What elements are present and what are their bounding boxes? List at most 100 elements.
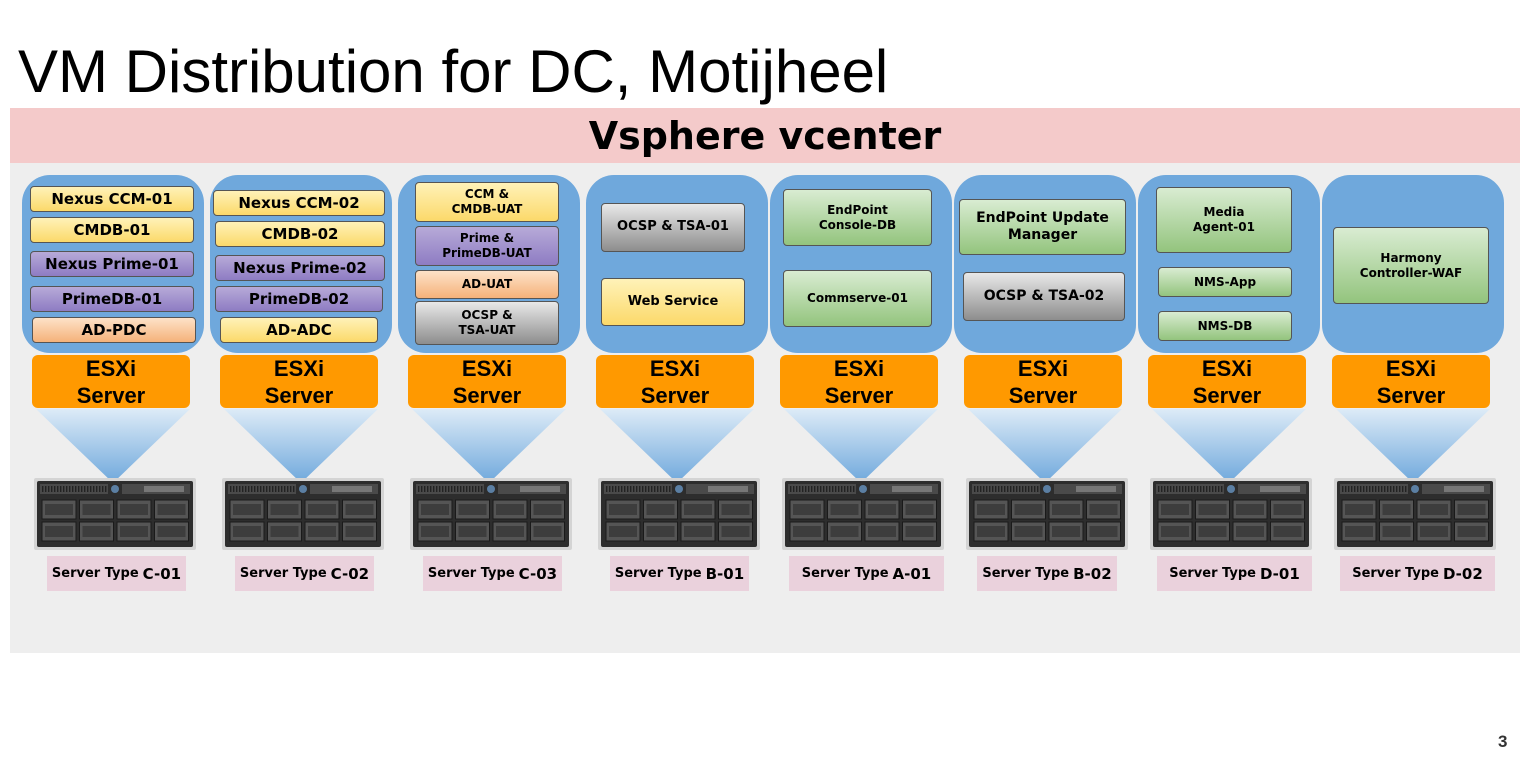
esxi-label-line1: ESXi bbox=[461, 355, 513, 381]
vm-box[interactable]: NMS-App bbox=[1158, 267, 1292, 297]
rack-server-image bbox=[598, 478, 760, 550]
vm-box[interactable]: Web Service bbox=[601, 278, 745, 326]
vm-label: NMS-DB bbox=[1197, 318, 1253, 333]
vm-box[interactable]: Nexus Prime-01 bbox=[30, 251, 194, 277]
vm-box[interactable]: Harmony Controller-WAF bbox=[1333, 227, 1489, 304]
funnel-connector bbox=[784, 409, 938, 483]
vm-box[interactable]: NMS-DB bbox=[1158, 311, 1292, 341]
vm-box[interactable]: PrimeDB-02 bbox=[215, 286, 383, 312]
esxi-label-line2: Server bbox=[1008, 382, 1078, 408]
vm-label: Commserve-01 bbox=[807, 291, 908, 305]
vm-box[interactable]: Nexus CCM-02 bbox=[213, 190, 385, 216]
vm-label: Nexus Prime-01 bbox=[45, 254, 179, 273]
funnel-connector bbox=[1336, 409, 1490, 483]
server-type-code: B-01 bbox=[705, 564, 745, 583]
vm-box[interactable]: Media Agent-01 bbox=[1156, 187, 1292, 253]
vm-box[interactable]: OCSP & TSA-02 bbox=[963, 272, 1125, 321]
vm-label: PrimeDB-01 bbox=[61, 289, 163, 308]
vm-label: EndPoint Update Manager bbox=[976, 209, 1109, 244]
server-type-code: C-03 bbox=[518, 564, 558, 583]
esxi-label-line2: Server bbox=[1376, 382, 1446, 408]
server-type-text: Server Type bbox=[801, 566, 889, 581]
vm-box[interactable]: AD-PDC bbox=[32, 317, 196, 343]
vm-label: Nexus CCM-02 bbox=[238, 193, 360, 212]
vm-box[interactable]: PrimeDB-01 bbox=[30, 286, 194, 312]
vm-box[interactable]: CMDB-01 bbox=[30, 217, 194, 243]
rack-server-image bbox=[410, 478, 572, 550]
vm-box[interactable]: OCSP & TSA-UAT bbox=[415, 301, 559, 345]
slide-title: VM Distribution for DC, Motijheel bbox=[18, 38, 889, 105]
vm-host-panel: CCM & CMDB-UAT Prime & PrimeDB-UAT AD-UAT O… bbox=[398, 175, 580, 353]
vm-host-panel: EndPoint Console-DB Commserve-01 bbox=[770, 175, 952, 353]
vm-label: PrimeDB-02 bbox=[248, 289, 350, 308]
esxi-label-line2: Server bbox=[1192, 382, 1262, 408]
rack-server-image bbox=[34, 478, 196, 550]
esxi-label-line1: ESXi bbox=[649, 355, 701, 381]
vm-label: CCM & CMDB-UAT bbox=[451, 187, 523, 216]
vm-box[interactable]: Nexus Prime-02 bbox=[215, 255, 385, 281]
esxi-label-line2: Server bbox=[76, 382, 146, 408]
esxi-label-line2: Server bbox=[640, 382, 710, 408]
vm-box[interactable]: Nexus CCM-01 bbox=[30, 186, 194, 212]
server-type-code: C-02 bbox=[330, 564, 370, 583]
server-type-text: Server Type bbox=[51, 566, 139, 581]
vm-box[interactable]: Prime & PrimeDB-UAT bbox=[415, 226, 559, 266]
esxi-label-line1: ESXi bbox=[833, 355, 885, 381]
rack-server-image bbox=[966, 478, 1128, 550]
vm-label: Media Agent-01 bbox=[1193, 205, 1255, 234]
server-type-code: D-02 bbox=[1442, 564, 1483, 583]
funnel-connector bbox=[224, 409, 378, 483]
vm-label: AD-UAT bbox=[461, 277, 513, 291]
vm-label: Harmony Controller-WAF bbox=[1359, 250, 1463, 280]
server-type-code: B-02 bbox=[1073, 564, 1112, 583]
esxi-label-line2: Server bbox=[452, 382, 522, 408]
vm-box[interactable]: EndPoint Update Manager bbox=[959, 199, 1126, 255]
funnel-connector bbox=[968, 409, 1122, 483]
vm-box[interactable]: EndPoint Console-DB bbox=[783, 189, 932, 246]
server-type-text: Server Type bbox=[614, 566, 702, 581]
server-type-text: Server Type bbox=[427, 566, 515, 581]
vm-box[interactable]: AD-ADC bbox=[220, 317, 378, 343]
vm-label: CMDB-02 bbox=[261, 224, 339, 243]
server-type-code: A-01 bbox=[892, 564, 932, 583]
vm-label: Nexus Prime-02 bbox=[233, 258, 367, 277]
esxi-label-line1: ESXi bbox=[273, 355, 325, 381]
vm-box[interactable]: AD-UAT bbox=[415, 270, 559, 299]
vm-label: Nexus CCM-01 bbox=[51, 189, 173, 208]
funnel-connector bbox=[412, 409, 566, 483]
vm-label: Web Service bbox=[627, 293, 719, 309]
vm-label: EndPoint Console-DB bbox=[818, 202, 897, 232]
vm-box[interactable]: Commserve-01 bbox=[783, 270, 932, 327]
rack-server-image bbox=[782, 478, 944, 550]
server-type-text: Server Type bbox=[1169, 566, 1256, 581]
vm-box[interactable]: OCSP & TSA-01 bbox=[601, 203, 745, 252]
vm-box[interactable]: CMDB-02 bbox=[215, 221, 385, 247]
vm-label: Prime & PrimeDB-UAT bbox=[442, 231, 532, 260]
vm-label: NMS-App bbox=[1193, 274, 1257, 289]
esxi-label-line1: ESXi bbox=[85, 355, 137, 381]
rack-server-image bbox=[1334, 478, 1496, 550]
vm-host-panel: Harmony Controller-WAF bbox=[1322, 175, 1504, 353]
page-number: 3 bbox=[1498, 732, 1508, 751]
vm-label: OCSP & TSA-UAT bbox=[458, 308, 516, 337]
vm-box[interactable]: CCM & CMDB-UAT bbox=[415, 182, 559, 222]
esxi-label-line2: Server bbox=[264, 382, 334, 408]
